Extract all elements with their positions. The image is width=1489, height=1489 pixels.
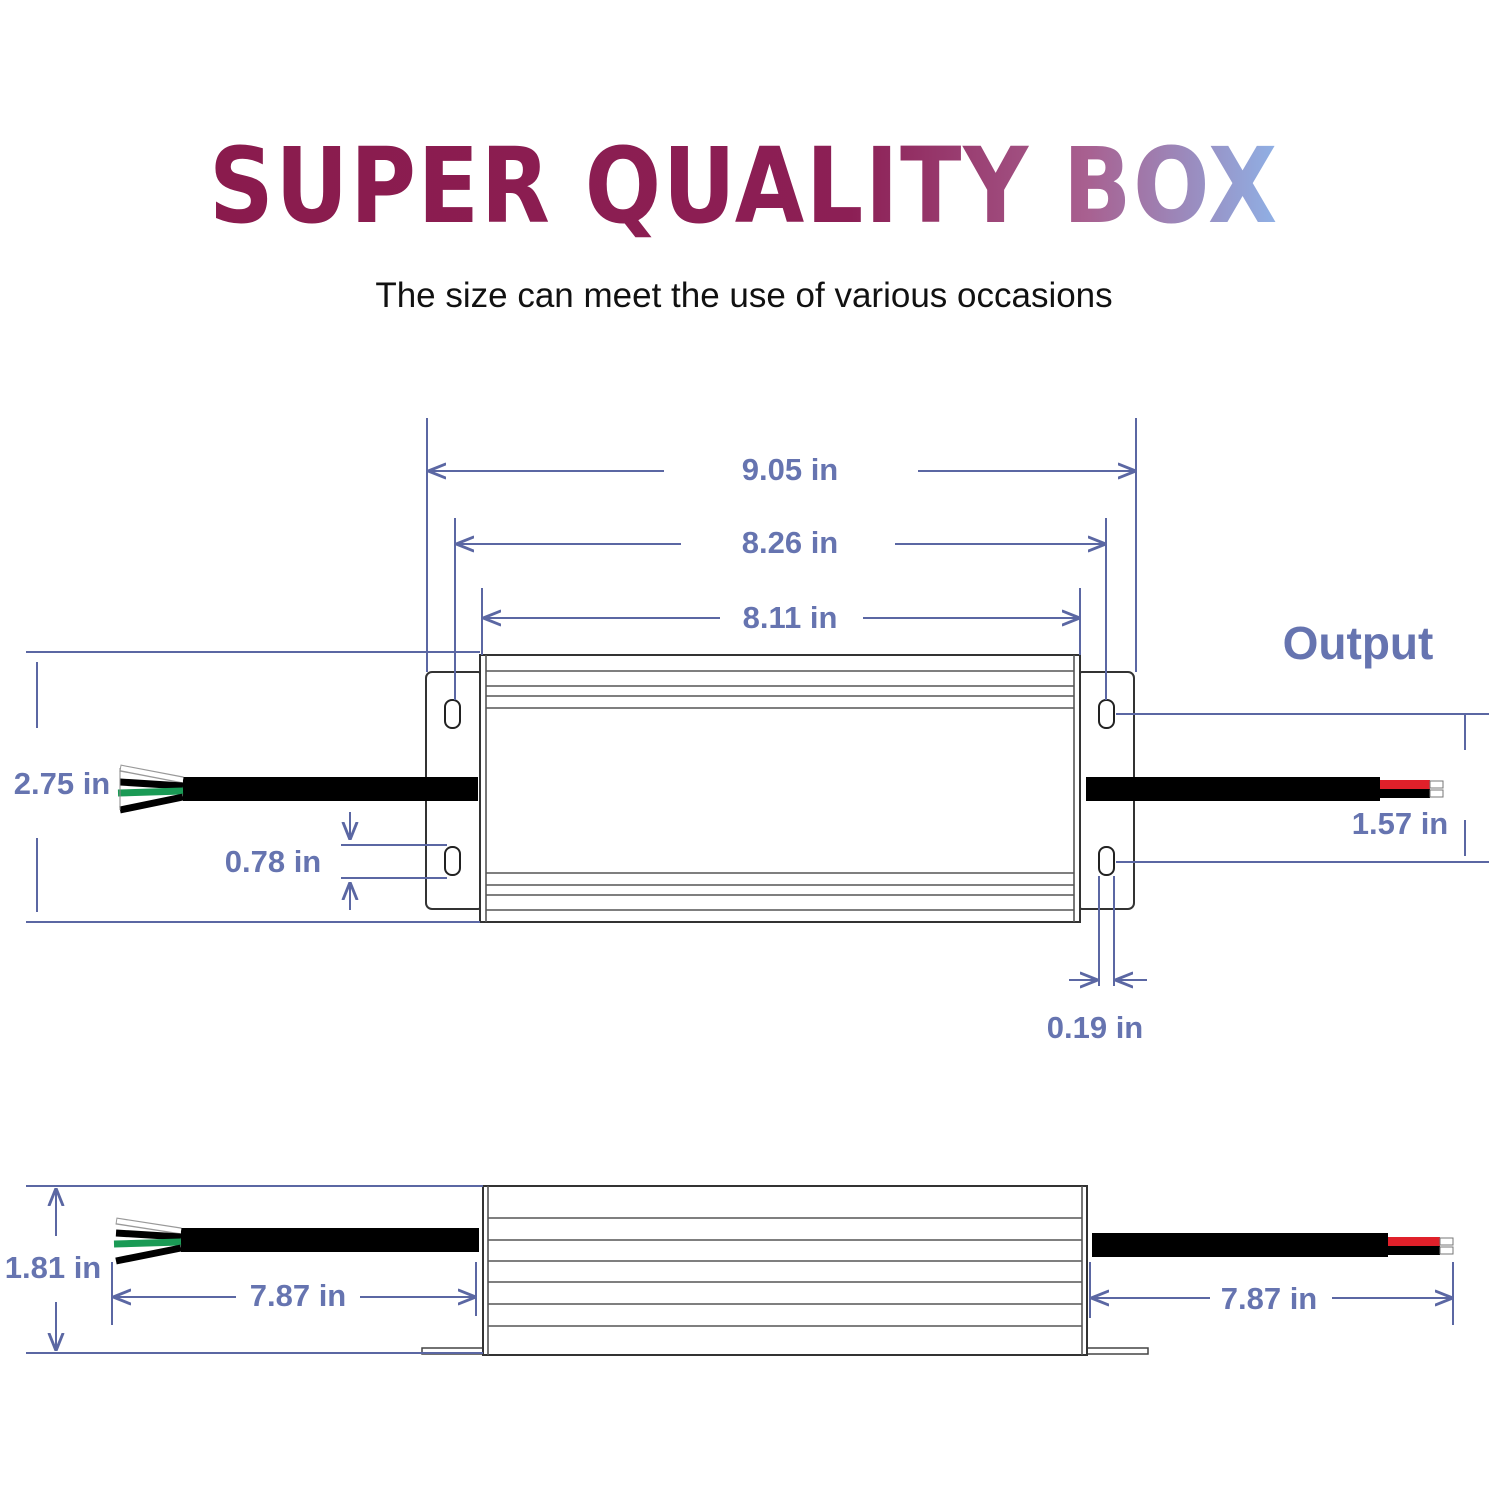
dim-overall-length: 9.05 in: [742, 452, 839, 487]
side-input-wires: [113, 1217, 182, 1265]
output-wires: [1380, 780, 1444, 798]
dimension-lines-side: [26, 1185, 1454, 1354]
side-output-wires: [1388, 1237, 1454, 1255]
dim-mount-spacing-width: 1.57 in: [1352, 806, 1449, 841]
side-view: [113, 1185, 1454, 1356]
page-subtitle: The size can meet the use of various occ…: [375, 276, 1112, 315]
dim-output-cable-length: 7.87 in: [1221, 1281, 1318, 1316]
dim-body-length: 8.11 in: [743, 600, 838, 635]
dim-hole-length: 0.78 in: [225, 844, 322, 879]
dim-hole-width: 0.19 in: [1047, 1010, 1144, 1045]
input-wires: [117, 764, 184, 814]
output-label: Output: [1283, 617, 1434, 669]
dimension-lines-top: [26, 418, 1489, 986]
input-cable: [183, 777, 478, 801]
mount-hole: [1098, 846, 1115, 876]
page-title: SUPER QUALITY BOX: [209, 125, 1279, 247]
side-input-cable: [181, 1228, 479, 1252]
mount-hole: [444, 846, 461, 876]
mount-hole: [444, 699, 461, 729]
dim-body-width: 2.75 in: [14, 766, 111, 801]
dim-input-cable-length: 7.87 in: [250, 1278, 347, 1313]
dim-mount-hole-spacing: 8.26 in: [742, 525, 839, 560]
driver-body-side: [482, 1185, 1088, 1356]
mount-hole: [1098, 699, 1115, 729]
output-cable: [1086, 777, 1380, 801]
side-output-cable: [1092, 1233, 1388, 1257]
driver-body-top: [479, 654, 1081, 923]
dim-height: 1.81 in: [5, 1250, 102, 1285]
top-view: [117, 654, 1444, 923]
